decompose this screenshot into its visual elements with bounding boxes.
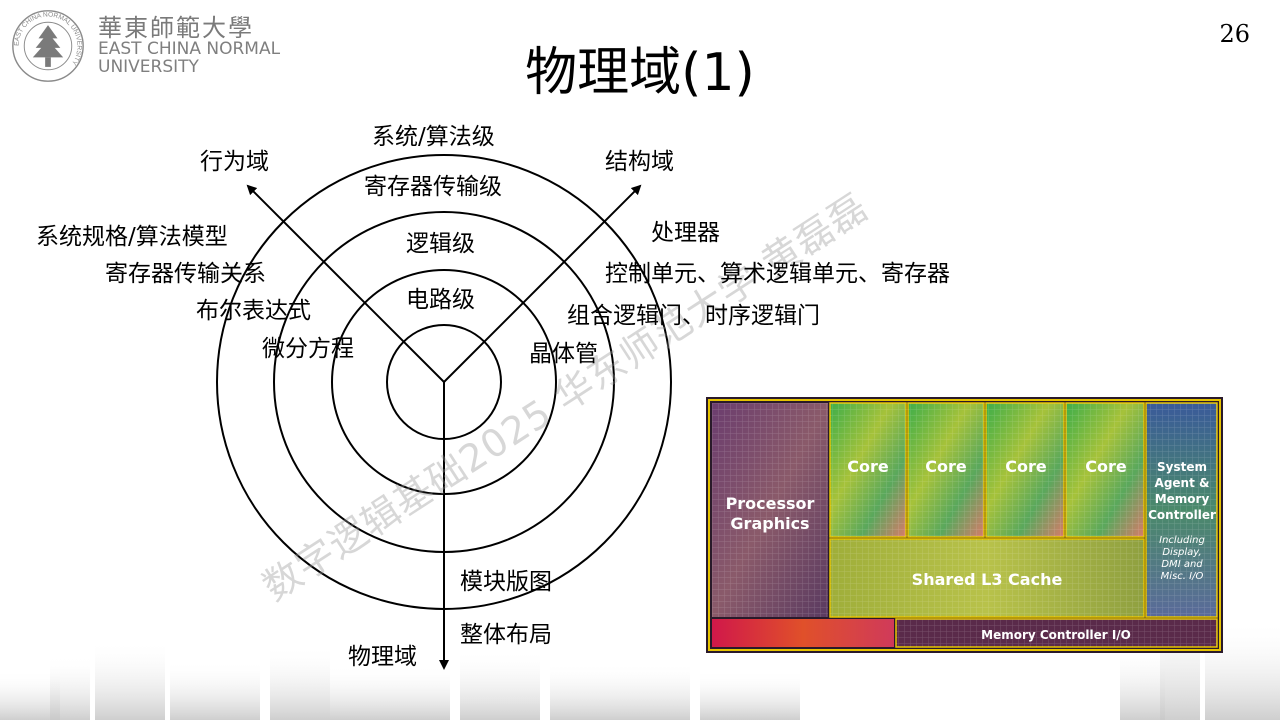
behavior-item-circuit: 微分方程 [262, 336, 354, 362]
background-city-silhouette [0, 600, 1280, 720]
university-name-cn: 華東師範大學 [98, 14, 254, 42]
level-label-circuit: 电路级 [406, 287, 475, 313]
university-name-en-line2: UNIVERSITY [98, 57, 199, 77]
structure-domain-label: 结构域 [605, 149, 674, 175]
die-label-core-4: Core [1085, 457, 1127, 476]
level-label-logic: 逻辑级 [406, 231, 475, 257]
physical-item-module-layout: 模块版图 [460, 569, 552, 595]
physical-domain-label: 物理域 [348, 644, 417, 670]
structure-item-logic: 组合逻辑门、时序逻辑门 [567, 303, 820, 329]
die-label-graphics-2: Graphics [730, 514, 809, 533]
page-number: 26 [1219, 20, 1250, 48]
die-label-agent-sub-3: DMI and [1161, 559, 1203, 570]
structure-axis-arrow [443, 184, 642, 383]
die-label-agent-2: Agent & [1155, 476, 1210, 490]
structure-item-rtl: 控制单元、算术逻辑单元、寄存器 [605, 261, 950, 287]
behavior-domain-label: 行为域 [200, 149, 269, 175]
behavior-axis-arrow [246, 184, 445, 383]
structure-item-system: 处理器 [651, 220, 720, 246]
die-label-agent-4: Controller [1148, 508, 1216, 522]
behavior-item-logic: 布尔表达式 [196, 298, 311, 324]
die-label-agent-sub-1: Including [1159, 535, 1205, 546]
behavior-item-rtl: 寄存器传输关系 [105, 261, 266, 287]
die-label-graphics-1: Processor [726, 494, 815, 513]
die-label-core-2: Core [925, 457, 967, 476]
die-label-agent-1: System [1157, 460, 1207, 474]
die-label-core-1: Core [847, 457, 889, 476]
behavior-item-system: 系统规格/算法模型 [36, 224, 228, 250]
die-label-agent-3: Memory [1155, 492, 1210, 506]
structure-item-circuit: 晶体管 [529, 341, 598, 367]
level-label-system: 系统/算法级 [372, 124, 495, 150]
die-label-core-3: Core [1005, 457, 1047, 476]
university-name-en-line1: EAST CHINA NORMAL [98, 39, 281, 59]
university-emblem-icon: EAST CHINA NORMAL UNIVERSITY [12, 10, 84, 82]
cpu-die-photo: Processor Graphics Core Core Core Core S… [706, 397, 1223, 653]
die-label-agent-sub-4: Misc. I/O [1161, 571, 1204, 582]
die-label-agent-sub-2: Display, [1162, 547, 1201, 558]
level-label-rtl: 寄存器传输级 [364, 174, 502, 200]
die-label-cache: Shared L3 Cache [912, 570, 1063, 589]
slide-title: 物理域(1) [525, 43, 755, 103]
die-label-memio: Memory Controller I/O [981, 628, 1131, 642]
physical-item-floorplan: 整体布局 [460, 622, 552, 648]
